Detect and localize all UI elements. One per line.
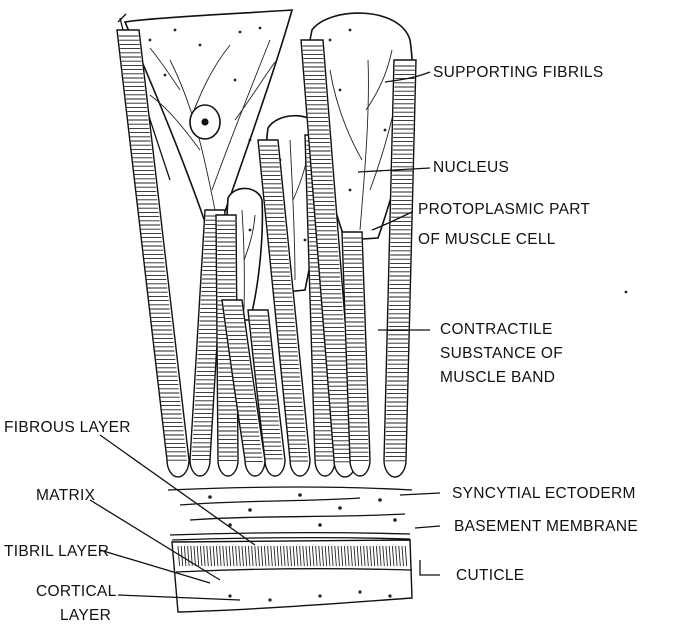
label-substance-of: SUBSTANCE OF — [440, 345, 563, 362]
label-basement-membrane: BASEMENT MEMBRANE — [454, 518, 638, 535]
label-matrix: MATRIX — [36, 487, 96, 504]
label-of-muscle-cell: OF MUSCLE CELL — [418, 231, 556, 248]
label-muscle-band: MUSCLE BAND — [440, 369, 555, 386]
cell-strand-2 — [118, 14, 126, 22]
label-cuticle: CUTICLE — [456, 567, 524, 584]
syncytial-ectoderm-layer — [168, 487, 412, 527]
label-supporting-fibrils: SUPPORTING FIBRILS — [433, 64, 603, 81]
cuticle-layer — [172, 540, 412, 612]
label-protoplasmic-part: PROTOPLASMIC PART — [418, 201, 590, 218]
nucleus — [190, 105, 220, 139]
label-fibrous-layer: FIBROUS LAYER — [4, 419, 131, 436]
label-cortical: CORTICAL — [36, 583, 117, 600]
basement-membrane-layer — [170, 533, 410, 540]
label-layer: LAYER — [60, 607, 111, 624]
label-syncytial-ectoderm: SYNCYTIAL ECTODERM — [452, 485, 636, 502]
label-contractile: CONTRACTILE — [440, 321, 553, 338]
label-nucleus: NUCLEUS — [433, 159, 509, 176]
label-fibril-layer: TIBRIL LAYER — [4, 543, 109, 560]
